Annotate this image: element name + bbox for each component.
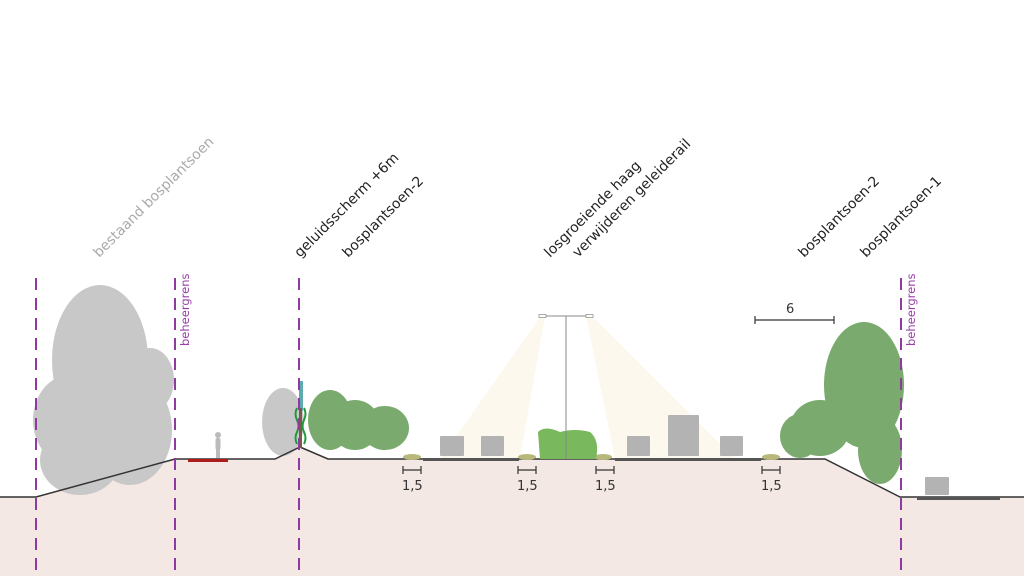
woodland-1-right-trees (780, 322, 904, 484)
dimension-label: 1,5 (761, 479, 782, 494)
small-grey-tree (262, 388, 304, 456)
road-left (423, 458, 519, 461)
scale-label: 6 (786, 302, 794, 317)
lamp-left (538, 314, 547, 318)
light-cone-right (586, 316, 735, 459)
verge-grass (403, 454, 780, 460)
noise-barrier-post (299, 408, 302, 448)
dimension-label: 1,5 (595, 479, 616, 494)
boundary-label-right: beheergrens (904, 274, 918, 346)
dimension-bars (402, 316, 835, 474)
ground-profile (0, 447, 1024, 576)
boundary-label-left: beheergrens (178, 274, 192, 346)
label-existing-woodland: bestaand bosplantsoen (91, 134, 218, 261)
boundary-lines (35, 278, 902, 576)
pedestrian-icon (215, 432, 221, 458)
lamp-right (585, 314, 594, 318)
noise-barrier (299, 381, 303, 411)
label-remove-guardrail: verwijderen geleiderail (570, 136, 695, 261)
woodland-2-left-shrubs (308, 390, 409, 450)
light-cone-left (440, 316, 545, 459)
dimension-label: 1,5 (402, 479, 423, 494)
road-right (615, 458, 761, 461)
label-woodland-2-left: bosplantsoen-2 (340, 173, 428, 261)
side-road (917, 497, 1000, 500)
dimension-label: 1,5 (517, 479, 538, 494)
vehicles (440, 415, 949, 495)
loose-hedge (538, 428, 598, 459)
existing-tree (33, 285, 174, 495)
footpath (188, 459, 228, 462)
